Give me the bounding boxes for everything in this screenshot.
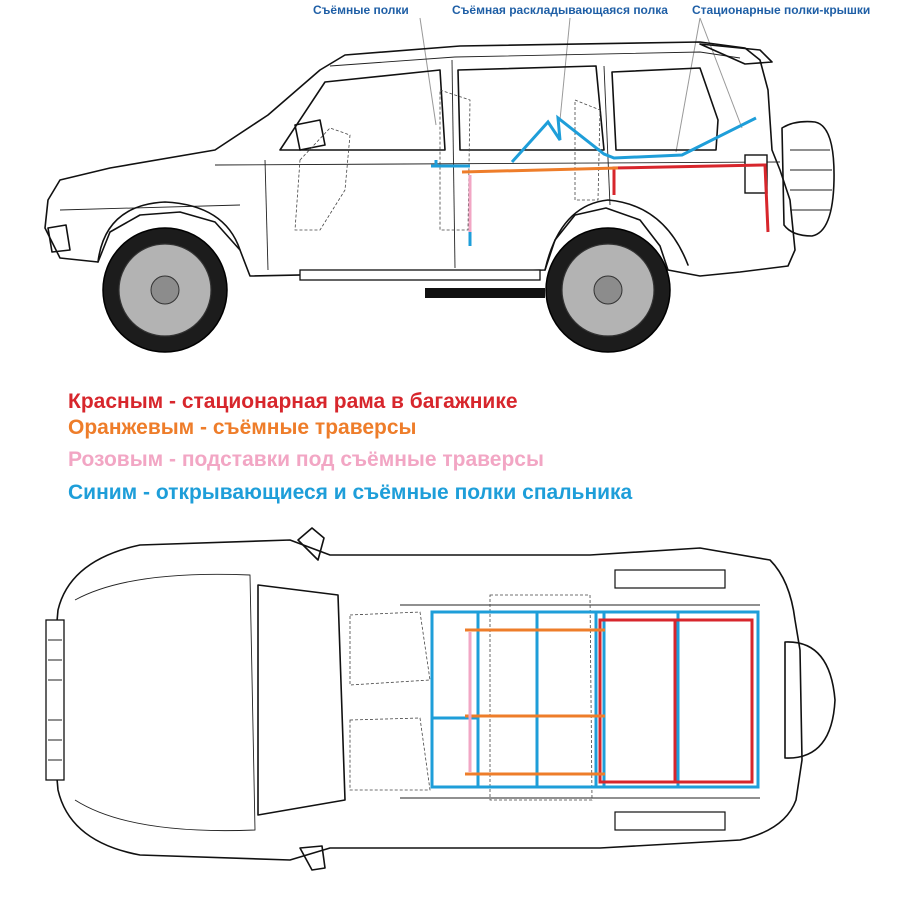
legend: Красным - стационарная рама в багажнике … [68,390,633,504]
side-view [44,41,835,353]
mirror-right [299,845,326,871]
rear-seat [439,89,471,231]
sill-bar [425,288,545,298]
top-body-outline [49,539,803,861]
side-sleeper-shelves [431,114,757,246]
top-spare-tire [784,641,836,759]
headlight [47,224,71,253]
rear-bench [489,594,593,801]
side-mirror [294,119,326,151]
leader-line [699,17,743,129]
top-view [45,527,836,871]
rear-wheel-arch [544,199,689,271]
legend-pink: Розовым - подставки под съёмные траверсы [68,448,544,471]
front-seat [294,127,351,231]
rear-wheel [545,227,671,353]
side-step [299,269,541,281]
side-fixed-frame [612,163,770,233]
grille-slats [48,639,62,761]
spare-tire [781,120,835,237]
top-sleeper-shelves [430,610,760,789]
callout-folding-shelf: Съёмная раскладывающаяся полка [452,3,668,17]
legend-orange: Оранжевым - съёмные траверсы [68,416,416,439]
legend-red: Красным - стационарная рама в багажнике [68,390,518,413]
spare-tire-tread [790,149,832,211]
belt-line [214,161,781,166]
mirror-left [297,527,325,561]
door-seam [603,65,611,206]
side-body-outline [44,41,796,277]
cargo-window [611,67,719,151]
third-row-seat [574,99,601,201]
front-wheel [102,227,228,353]
side-removable-traverse [461,166,619,174]
callout-fixed-lid-shelves: Стационарные полки-крышки [692,3,870,17]
spoiler [699,43,773,65]
hood-line [59,204,241,211]
front-seat-right [349,717,431,791]
top-removable-traverses [465,628,605,776]
legend-blue: Синим - открывающиеся и съёмные полки сп… [68,481,633,504]
front-wheel-arch [97,201,241,263]
hood [74,573,256,832]
leader-line [675,17,701,153]
callout-leader-lines [419,17,743,153]
rear-window [457,65,605,151]
callout-removable-shelves: Съёмные полки [313,3,409,17]
windshield [257,584,346,816]
front-seat-left [349,611,431,686]
callout-labels: Съёмные полки Съёмная раскладывающаяся п… [313,3,870,17]
tail-light [744,154,768,194]
rear-quarter-window-bottom [614,811,726,831]
rear-quarter-window-top [614,569,726,589]
front-window [279,69,446,151]
grille [45,619,65,781]
door-seam [264,159,269,271]
roof-rail [329,51,741,67]
leader-line [559,17,571,121]
top-fixed-frame [598,618,754,784]
